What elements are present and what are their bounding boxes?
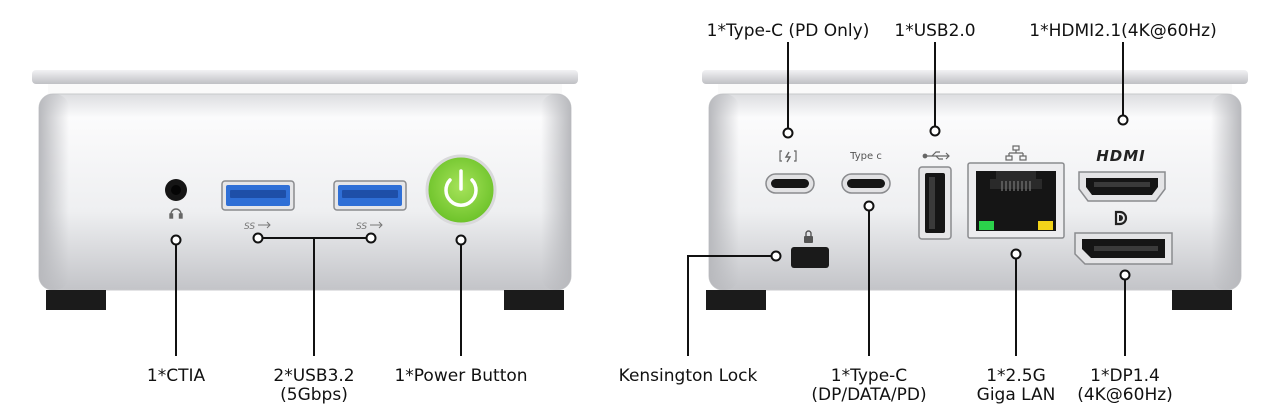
rear-foot-right (1172, 290, 1232, 310)
rear-lid (702, 70, 1248, 84)
hdmi-logo: HDMI (1096, 147, 1146, 165)
label-usb32-line1: 2*USB3.2 (273, 366, 355, 386)
power-delivery-icon (779, 150, 797, 163)
label-type-c-pd: 1*Type-C (PD Only) (706, 21, 870, 41)
lan-led-green (979, 221, 994, 230)
label-type-c-dp-line2: (DP/DATA/PD) (811, 385, 927, 405)
label-type-c-dp-line1: 1*Type-C (830, 366, 908, 386)
label-ctia: 1*CTIA (146, 366, 206, 386)
label-type-c-dp: 1*Type-C (DP/DATA/PD) (811, 367, 926, 405)
type-c-pd-port (765, 173, 815, 194)
front-foot-right (504, 290, 564, 310)
superspeed-usb-icon: SS (244, 221, 271, 232)
type-c-port-text: Type c (849, 151, 882, 162)
svg-text:SS: SS (356, 222, 367, 232)
front-unit: SS SS (32, 70, 578, 356)
label-dp-line1: 1*DP1.4 (1090, 366, 1160, 386)
ctia-pointer-dot (170, 234, 182, 246)
front-leader-lines (175, 237, 462, 356)
svg-text:SS: SS (244, 222, 255, 232)
hdmi-pointer-dot (1117, 114, 1129, 126)
power-pointer-dot (455, 234, 467, 246)
lan-port (967, 162, 1065, 239)
label-power: 1*Power Button (394, 366, 528, 386)
lan-led-yellow (1038, 221, 1053, 230)
label-dp-line2: (4K@60Hz) (1077, 385, 1173, 405)
label-usb32: 2*USB3.2 (5Gbps) (273, 367, 354, 405)
front-lid-gap (48, 84, 562, 94)
label-kensington: Kensington Lock (618, 366, 758, 386)
front-foot-left (46, 290, 106, 310)
kensington-slot (791, 247, 829, 268)
usb32-port-1 (221, 180, 295, 211)
usb32-port-2 (333, 180, 407, 211)
label-lan-line2: Giga LAN (976, 385, 1056, 405)
usb20-port (918, 166, 952, 240)
type-c-dp-port (841, 173, 891, 194)
network-icon (1005, 145, 1027, 161)
label-lan: 1*2.5G Giga LAN (977, 367, 1056, 405)
front-lid (32, 70, 578, 84)
headphone-icon (169, 208, 183, 219)
rear-lid-gap (718, 84, 1232, 94)
power-icon (444, 169, 478, 207)
type-c-pd-pointer-dot (782, 127, 794, 139)
dp-pointer-dot (1119, 269, 1131, 281)
label-usb20: 1*USB2.0 (894, 21, 976, 41)
dp-port (1074, 232, 1173, 265)
label-dp: 1*DP1.4 (4K@60Hz) (1077, 367, 1173, 405)
usb32-pointer-dot-1 (252, 232, 264, 244)
superspeed-usb-icon-2: SS (356, 221, 383, 232)
rear-unit: Type c (687, 42, 1248, 356)
usb20-pointer-dot (929, 125, 941, 137)
usb32-pointer-dot-2 (365, 232, 377, 244)
label-hdmi: 1*HDMI2.1(4K@60Hz) (1029, 21, 1217, 41)
rear-foot-left (706, 290, 766, 310)
kensington-pointer-dot (770, 250, 782, 262)
label-usb32-line2: (5Gbps) (280, 385, 348, 405)
lan-pointer-dot (1010, 248, 1022, 260)
displayport-icon (1114, 210, 1128, 226)
hdmi-port (1078, 171, 1166, 202)
usb-icon (922, 151, 950, 160)
type-c-dp-pointer-dot (863, 200, 875, 212)
lock-icon (804, 230, 813, 243)
rear-leader-lines (687, 42, 1126, 356)
label-lan-line1: 1*2.5G (986, 366, 1046, 386)
